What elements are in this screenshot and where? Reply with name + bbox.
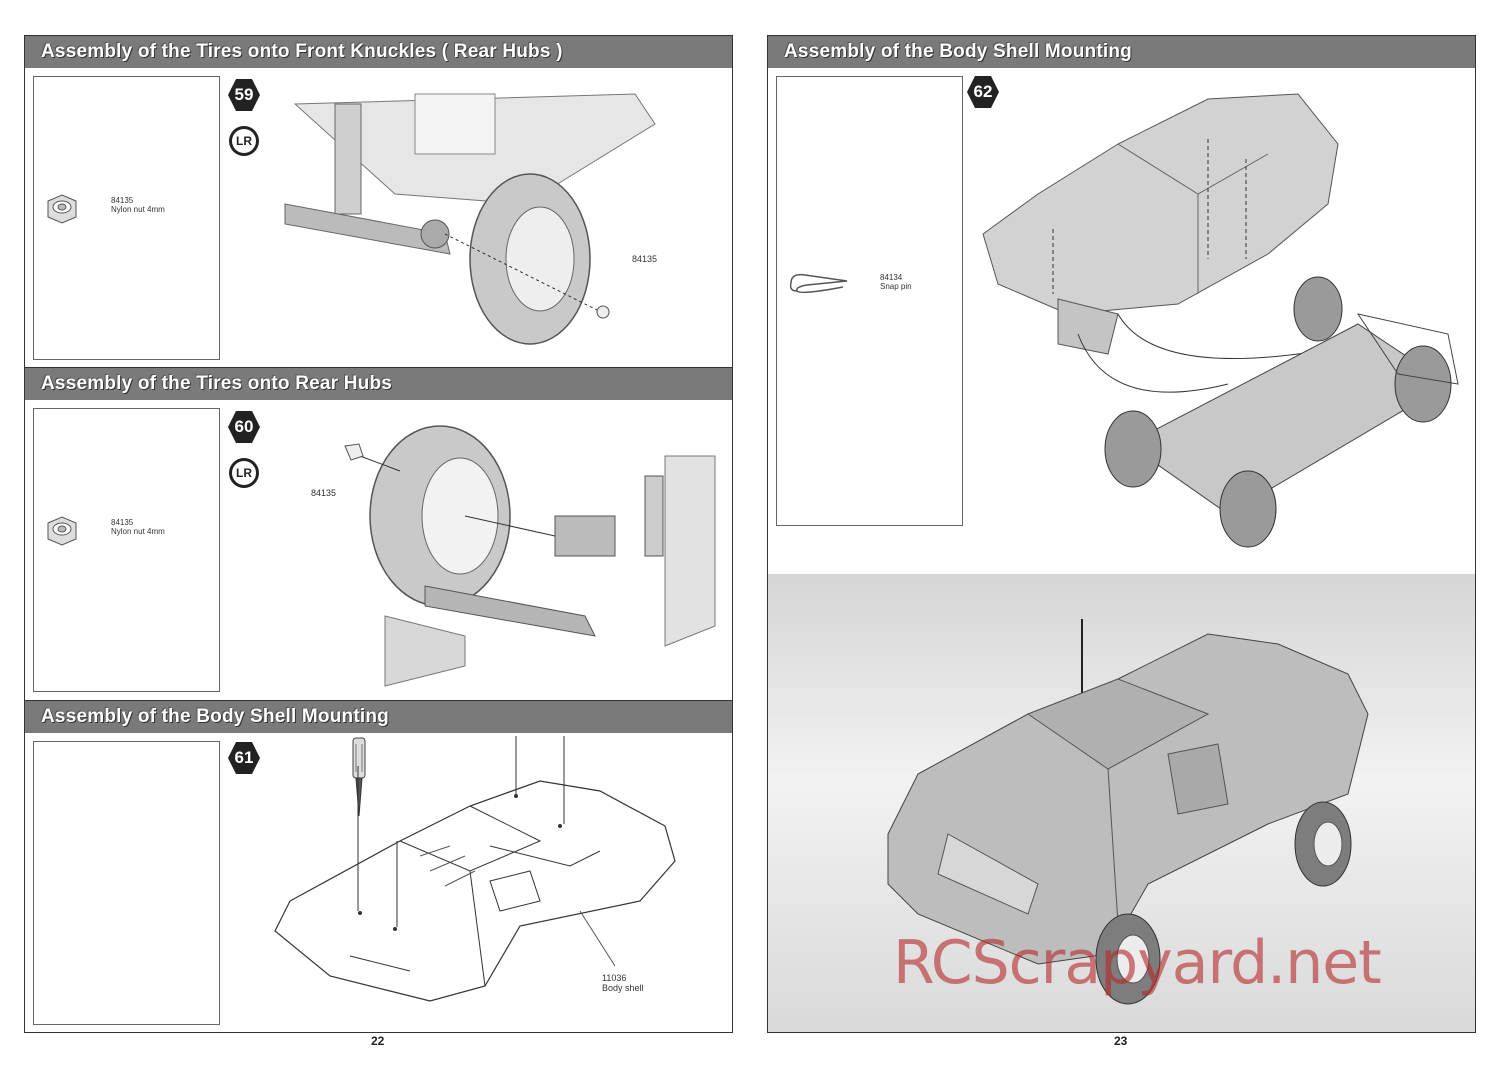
part-name: Snap pin	[880, 282, 912, 291]
section-61-panel: Assembly of the Body Shell Mounting 61 1…	[24, 700, 733, 1033]
step-61-badge: 61	[228, 742, 260, 774]
section-59-panel: Assembly of the Tires onto Front Knuckle…	[24, 35, 733, 368]
snap-pin-icon	[789, 273, 848, 294]
step-60-badge: 60	[228, 411, 260, 443]
completed-truck-illustration	[887, 619, 1369, 1005]
step-number: 62	[973, 82, 993, 101]
parts-box-60: 84135 Nylon nut 4mm	[33, 408, 220, 692]
front-knuckle-illustration	[284, 93, 656, 345]
step-number: 60	[234, 417, 254, 436]
step-62-badge: 62	[967, 76, 999, 108]
rear-hub-illustration	[344, 425, 716, 687]
part-code: 84135	[111, 196, 134, 205]
body-shell-outline	[274, 736, 676, 1002]
parts-box-59: 84135 Nylon nut 4mm	[33, 76, 220, 360]
nylon-nut-icon	[47, 516, 77, 546]
lr-icon: LR	[229, 126, 259, 156]
part-code: 84134	[880, 273, 903, 282]
section-60-header: Assembly of the Tires onto Rear Hubs	[25, 368, 732, 400]
page-number-left: 22	[371, 1034, 385, 1048]
section-62-header: Assembly of the Body Shell Mounting	[768, 36, 1475, 68]
section-60-panel: Assembly of the Tires onto Rear Hubs 841…	[24, 367, 733, 701]
part-code: 84135	[111, 518, 134, 527]
section-61-header: Assembly of the Body Shell Mounting	[25, 701, 732, 733]
callout-body-name: Body shell	[602, 983, 644, 993]
nylon-nut-icon	[47, 194, 77, 224]
parts-box-62: 84134 Snap pin	[776, 76, 963, 526]
step-number: 61	[234, 748, 254, 767]
lr-icon: LR	[229, 458, 259, 488]
step-number: 59	[234, 85, 254, 104]
section-59-header: Assembly of the Tires onto Front Knuckle…	[25, 36, 732, 68]
parts-box-61	[33, 741, 220, 1025]
part-name: Nylon nut 4mm	[111, 205, 165, 214]
callout-body-code: 11036	[602, 973, 627, 983]
callout-nut-60: 84135	[311, 488, 337, 498]
completed-vehicle-panel	[768, 574, 1475, 1032]
page-number-right: 23	[1114, 1034, 1128, 1048]
section-62-panel: Assembly of the Body Shell Mounting 8413…	[767, 35, 1476, 1033]
screwdriver-icon	[352, 737, 366, 817]
part-name: Nylon nut 4mm	[111, 527, 165, 536]
watermark: RCScrapyard.net	[893, 928, 1382, 998]
callout-nut-59: 84135	[632, 254, 658, 264]
body-and-chassis-illustration	[982, 93, 1459, 548]
step-59-badge: 59	[228, 79, 260, 111]
